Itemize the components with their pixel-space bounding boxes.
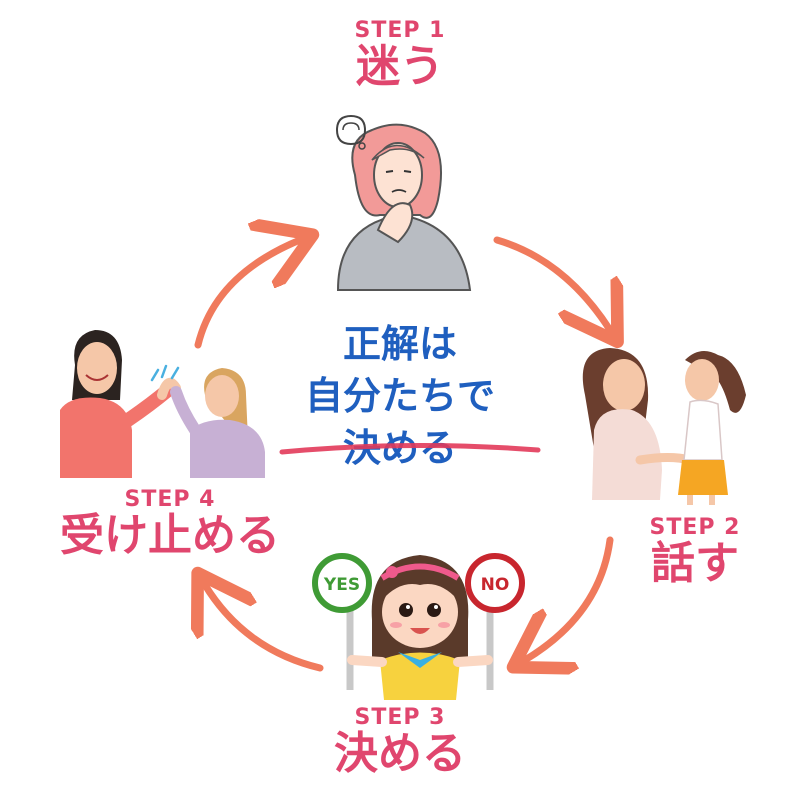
center-line-1: 正解は — [342, 322, 457, 366]
yes-sign — [312, 553, 372, 613]
no-sign-text: NO — [481, 575, 510, 595]
high-five-illustration — [60, 330, 265, 478]
step-2-number: STEP 2 — [649, 515, 741, 540]
arrow-step1-to-step2 — [493, 236, 610, 330]
arrow-step3-to-step4 — [205, 585, 324, 672]
step-3-label: STEP 3 決める — [290, 705, 510, 778]
center-underline — [279, 442, 541, 455]
step-1-number: STEP 1 — [354, 18, 446, 43]
step-3-title: 決める — [334, 728, 466, 779]
step-1-label: STEP 1 迷う — [300, 18, 500, 91]
thinking-woman-illustration — [336, 114, 472, 291]
step-4-title: 受け止める — [60, 510, 280, 561]
yes-sign-text: YES — [323, 575, 360, 595]
arrow-step4-to-step1 — [194, 240, 300, 349]
center-line-2: 自分たちで — [304, 374, 495, 418]
no-sign — [465, 553, 525, 613]
step-3-number: STEP 3 — [354, 705, 446, 730]
step-2-title: 話す — [651, 538, 739, 589]
arrow-step2-to-step3 — [525, 536, 614, 660]
step-2-label: STEP 2 話す — [600, 515, 790, 588]
step-4-label: STEP 4 受け止める — [20, 487, 320, 560]
step-1-title: 迷う — [356, 41, 444, 92]
talking-mother-daughter-illustration — [582, 348, 746, 505]
girl-with-signs-illustration: YES NO — [312, 553, 525, 700]
step-4-number: STEP 4 — [124, 487, 216, 512]
